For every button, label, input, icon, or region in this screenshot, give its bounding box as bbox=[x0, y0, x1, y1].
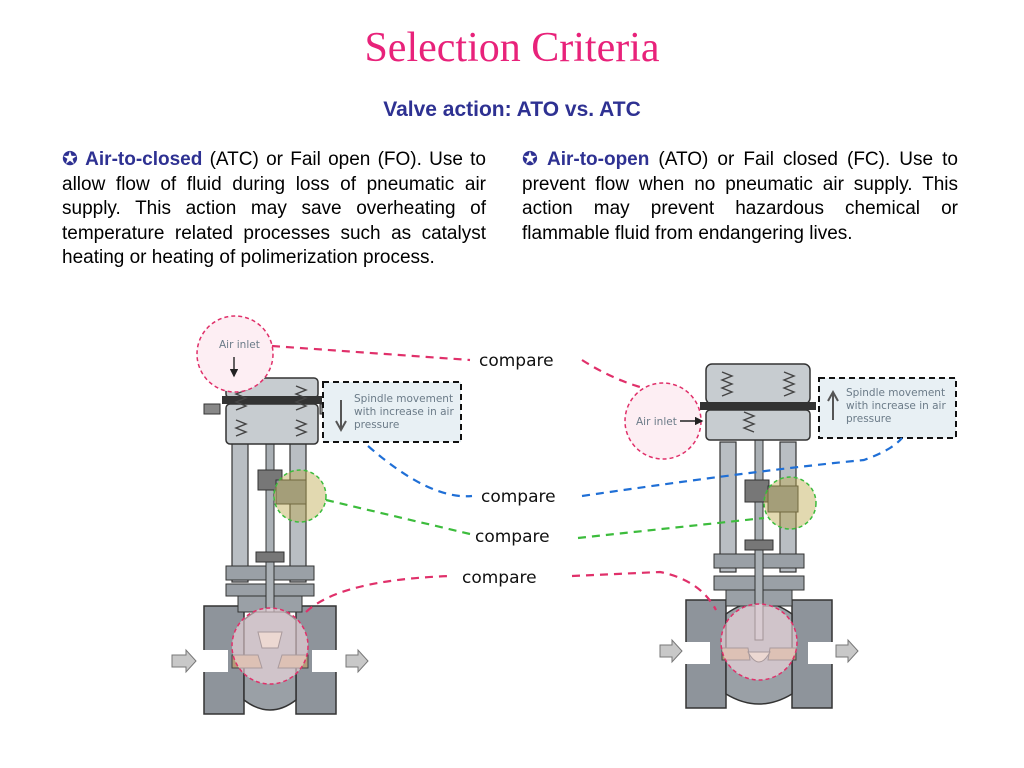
connector-plug-right bbox=[571, 570, 717, 611]
up-arrow-icon bbox=[827, 389, 839, 420]
page-title: Selection Criteria bbox=[364, 25, 660, 71]
atc-plug-highlight bbox=[231, 607, 309, 685]
connector-spindle-right bbox=[581, 437, 903, 498]
ato-valve: Air inlet Spindle movement with increase… bbox=[624, 363, 957, 709]
ato-air-inlet-label: Air inlet bbox=[636, 416, 677, 428]
page-subtitle: Valve action: ATO vs. ATC bbox=[383, 98, 641, 121]
star-bullet-icon: ✪ bbox=[62, 149, 78, 170]
connector-stem-right bbox=[577, 516, 765, 540]
flow-in-arrow-icon bbox=[659, 638, 683, 664]
connector-air-inlet-right bbox=[581, 359, 641, 389]
connector-plug-left bbox=[305, 574, 451, 613]
atc-valve: Air inlet Spindle movement with increase… bbox=[171, 315, 462, 715]
flow-in-arrow-icon bbox=[171, 648, 197, 674]
connector-air-inlet-left bbox=[271, 344, 471, 362]
atc-term: Air-to-closed bbox=[85, 149, 203, 170]
connector-spindle-left bbox=[367, 445, 473, 498]
ato-spindle-line1: Spindle movement bbox=[846, 387, 945, 399]
ato-stem-connector-highlight bbox=[763, 476, 817, 530]
ato-plug-highlight bbox=[720, 603, 798, 681]
ato-actuator bbox=[700, 363, 816, 441]
atc-stem-connector-highlight bbox=[273, 469, 327, 523]
ato-spindle-callout bbox=[818, 377, 957, 439]
flow-out-arrow-icon bbox=[835, 638, 859, 664]
comparison-connectors bbox=[271, 344, 903, 613]
down-arrow-icon bbox=[335, 400, 347, 433]
ato-term: Air-to-open bbox=[546, 149, 650, 170]
atc-air-inlet-label: Air inlet bbox=[219, 339, 260, 351]
ato-spindle-line3: pressure bbox=[846, 413, 891, 425]
atc-spindle-callout bbox=[322, 381, 462, 443]
compare-label-stem: compare bbox=[475, 527, 550, 547]
atc-text: (ATC) or Fail open (FO). Use to allow fl… bbox=[62, 149, 486, 268]
ato-spindle-line2: with increase in air bbox=[846, 400, 946, 412]
atc-spindle-line1: Spindle movement bbox=[354, 393, 453, 405]
atc-description: ✪ Air-to-closed (ATC) or Fail open (FO).… bbox=[62, 148, 486, 271]
atc-spindle-line2: with increase in air bbox=[354, 406, 454, 418]
compare-label-spindle: compare bbox=[481, 487, 556, 507]
atc-spindle-line3: pressure bbox=[354, 419, 399, 431]
ato-yoke bbox=[713, 399, 805, 641]
atc-air-inlet-highlight bbox=[196, 315, 274, 393]
atc-actuator bbox=[203, 357, 335, 445]
flow-out-arrow-icon bbox=[345, 648, 369, 674]
connector-stem-left bbox=[325, 498, 471, 536]
compare-label-air-inlet: compare bbox=[479, 351, 554, 371]
atc-yoke bbox=[225, 441, 315, 613]
ato-text: (ATO) or Fail closed (FC). Use to preven… bbox=[522, 149, 958, 244]
compare-label-plug: compare bbox=[462, 568, 537, 588]
ato-description: ✪ Air-to-open (ATO) or Fail closed (FC).… bbox=[522, 148, 958, 246]
star-bullet-icon: ✪ bbox=[522, 149, 538, 170]
